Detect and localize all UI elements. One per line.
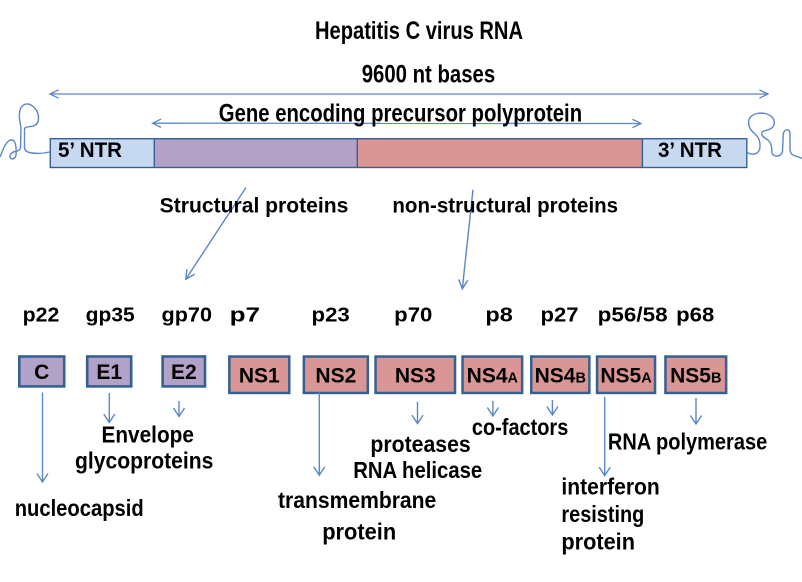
svg-text:transmembrane: transmembrane <box>278 487 436 513</box>
svg-text:NS5B: NS5B <box>670 364 721 387</box>
svg-text:p68: p68 <box>676 304 714 326</box>
svg-text:p23: p23 <box>312 304 350 326</box>
svg-text:Structural proteins: Structural proteins <box>160 195 349 218</box>
svg-text:proteases: proteases <box>370 431 470 457</box>
svg-text:E1: E1 <box>96 361 122 384</box>
svg-text:NS3: NS3 <box>395 364 436 387</box>
svg-text:gp70: gp70 <box>162 304 213 326</box>
svg-text:C: C <box>34 361 49 384</box>
svg-text:p22: p22 <box>23 304 60 326</box>
svg-text:NS5A: NS5A <box>600 364 652 387</box>
svg-text:NS2: NS2 <box>315 364 356 387</box>
svg-text:p70: p70 <box>394 304 432 326</box>
svg-text:9600 nt bases: 9600 nt bases <box>362 61 496 89</box>
svg-text:p7: p7 <box>230 304 260 326</box>
svg-text:Hepatitis C virus RNA: Hepatitis C virus RNA <box>315 17 523 45</box>
svg-text:nucleocapsid: nucleocapsid <box>15 495 144 521</box>
svg-text:gp35: gp35 <box>86 304 135 326</box>
svg-text:RNA helicase: RNA helicase <box>353 457 482 483</box>
svg-text:co-factors: co-factors <box>472 414 568 440</box>
svg-text:Gene encoding precursor polypr: Gene encoding precursor polyprotein <box>219 99 582 127</box>
svg-text:3’ NTR: 3’ NTR <box>658 139 722 162</box>
svg-text:Envelope: Envelope <box>102 422 194 448</box>
svg-text:interferon: interferon <box>561 473 659 499</box>
svg-text:protein: protein <box>561 528 635 554</box>
svg-text:non-structural proteins: non-structural proteins <box>392 195 618 218</box>
svg-text:E2: E2 <box>171 361 197 384</box>
svg-text:NS4A: NS4A <box>467 364 519 387</box>
svg-text:p8: p8 <box>485 304 513 326</box>
svg-text:glycoproteins: glycoproteins <box>75 447 213 473</box>
svg-text:p56/58: p56/58 <box>598 304 668 326</box>
svg-text:resisting: resisting <box>561 501 644 527</box>
svg-text:NS4B: NS4B <box>535 364 586 387</box>
svg-text:5’ NTR: 5’ NTR <box>58 139 122 162</box>
svg-text:protein: protein <box>322 519 396 545</box>
svg-text:NS1: NS1 <box>239 364 280 387</box>
svg-text:RNA polymerase: RNA polymerase <box>608 428 767 454</box>
svg-text:p27: p27 <box>541 304 579 326</box>
